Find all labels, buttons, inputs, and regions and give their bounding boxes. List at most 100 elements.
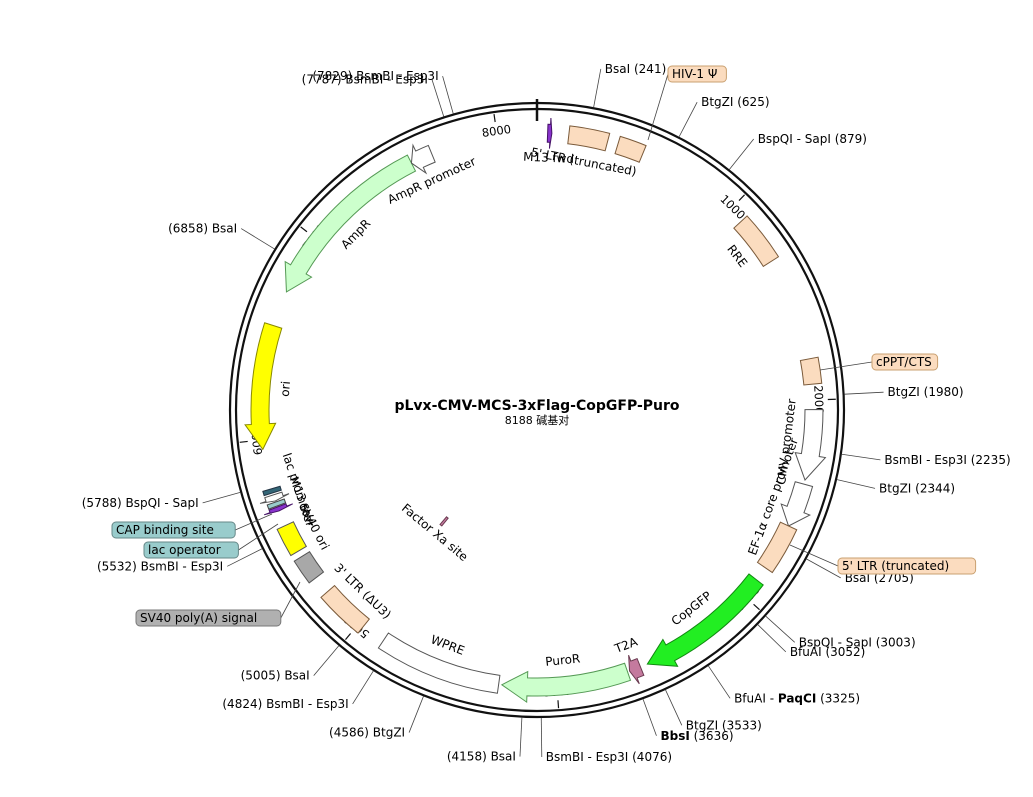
feature-shape[interactable]	[263, 503, 293, 516]
site-btgzi-3533[interactable]: BtgZI (3533)	[665, 689, 762, 732]
feature-cap-binding-site[interactable]	[262, 485, 282, 497]
feature-label: lac promoter	[280, 451, 318, 528]
feature-shape[interactable]	[244, 322, 283, 451]
feature-cppt-cts[interactable]	[799, 356, 823, 386]
feature-shape[interactable]	[320, 584, 371, 634]
site-label-position: (3325)	[816, 691, 860, 705]
feature-shape[interactable]	[500, 662, 632, 704]
site-label: (5005) BsaI	[241, 669, 310, 683]
site-bfuai-paqci[interactable]: BfuAI - PaqCI (3325)	[708, 665, 860, 705]
callout-cap-binding-site[interactable]: CAP binding site	[111, 513, 273, 539]
site-6858-bsai[interactable]: (6858) BsaI	[168, 222, 275, 250]
feature-shape[interactable]	[614, 135, 647, 163]
feature-lac-operator[interactable]	[266, 498, 287, 510]
site-4158-bsai[interactable]: (4158) BsaI	[447, 717, 523, 764]
tick-mark	[753, 603, 760, 611]
callout-box[interactable]	[871, 353, 939, 371]
callout-cppt-cts[interactable]: cPPT/CTS	[819, 353, 939, 371]
site-label-bold: PaqCI	[778, 691, 816, 705]
feature-factor-xa-site[interactable]: Factor Xa site	[399, 501, 471, 564]
feature-rre[interactable]: RRE	[724, 215, 780, 270]
callout-hiv-1[interactable]: HIV-1 Ψ	[647, 65, 727, 141]
feature-shape[interactable]	[780, 481, 814, 527]
callout-5-ltr-truncated[interactable]: 5' LTR (truncated)	[789, 544, 977, 575]
feature-shape[interactable]	[410, 143, 436, 175]
feature-label: WPRE	[429, 632, 467, 658]
site-5005-bsai[interactable]: (5005) BsaI	[241, 645, 340, 683]
site-leader	[765, 615, 796, 643]
feature-ampr[interactable]: AmpR	[284, 154, 417, 293]
tick-mark	[239, 440, 248, 443]
feature-m13-fwd[interactable]: M13 fwd	[523, 117, 574, 166]
feature-shape[interactable]	[756, 521, 798, 574]
plasmid-length: 8188 碱基对	[505, 413, 570, 427]
feature-shape[interactable]	[567, 125, 611, 152]
callout-label: lac operator	[148, 543, 221, 557]
site-leader	[593, 68, 602, 108]
site-label-text: BspQI - SapI (3003)	[799, 635, 916, 649]
callout-leader	[789, 544, 839, 567]
site-leader	[313, 645, 340, 676]
callout-box[interactable]	[837, 557, 977, 575]
tick-mark	[300, 226, 308, 233]
site-5532-bsmbi-esp3i[interactable]: (5532) BsmBI - Esp3I	[97, 548, 263, 574]
site-label: BspQI - SapI (3003)	[799, 635, 916, 649]
feature-shape[interactable]	[546, 117, 553, 149]
feature-shape[interactable]	[276, 521, 308, 557]
site-btgzi-1980[interactable]: BtgZI (1980)	[844, 385, 964, 399]
feature-shape[interactable]	[266, 498, 287, 510]
site-leader	[352, 670, 374, 705]
feature-shape[interactable]	[646, 573, 764, 667]
feature-hiv-1[interactable]	[614, 135, 647, 163]
feature-ori[interactable]: ori	[244, 322, 293, 451]
feature-shape[interactable]	[293, 551, 325, 584]
feature-3-ltr-u3[interactable]: 3' LTR (ΔU3)	[320, 561, 394, 634]
site-7787-bsmbi-esp3i[interactable]: (7787) BsmBI - Esp3I	[302, 72, 445, 117]
feature-shape[interactable]	[733, 215, 780, 268]
site-label: BfuAI - PaqCI (3325)	[734, 691, 860, 705]
plasmid-name: pLvx-CMV-MCS-3xFlag-CopGFP-Puro	[394, 398, 679, 414]
callout-box[interactable]	[667, 65, 727, 83]
site-bspqi-sapi-3003[interactable]: BspQI - SapI (3003)	[765, 615, 916, 649]
callout-box[interactable]	[111, 521, 236, 539]
site-bsmbi-esp3i-2235[interactable]: BsmBI - Esp3I (2235)	[841, 453, 1011, 467]
callout-box[interactable]	[135, 609, 282, 627]
site-bfuai-3052[interactable]: BfuAI (3052)	[757, 624, 865, 659]
site-label-text: BtgZI (1980)	[888, 385, 964, 399]
site-bsmbi-esp3i-4076[interactable]: BsmBI - Esp3I (4076)	[540, 717, 672, 764]
feature-shape[interactable]	[259, 491, 290, 504]
feature-shape[interactable]	[794, 409, 827, 481]
feature-shape[interactable]	[377, 632, 501, 694]
callout-box[interactable]	[143, 541, 239, 559]
site-7829-bsmbi-esp3i[interactable]: (7829) BsmBI - Esp3I	[312, 69, 454, 114]
feature-shape[interactable]	[799, 356, 823, 386]
feature-5-ltr-truncated-2[interactable]	[756, 521, 798, 574]
feature-copgfp[interactable]: CopGFP	[646, 573, 764, 667]
feature-puror[interactable]: PuroR	[500, 651, 632, 704]
site-bspqi-sapi-879[interactable]: BspQI - SapI (879)	[729, 132, 867, 170]
feature-shape[interactable]	[628, 654, 645, 685]
callout-sv40-poly-a-signal[interactable]: SV40 poly(A) signal	[135, 581, 301, 627]
callout-leader	[280, 581, 301, 619]
site-btgzi-2344[interactable]: BtgZI (2344)	[836, 479, 955, 496]
callout-lac-operator[interactable]: lac operator	[143, 523, 279, 559]
feature-sv40-poly-a-signal[interactable]	[293, 551, 325, 584]
site-bsai-241[interactable]: BsaI (241)	[593, 62, 667, 108]
site-label: BsmBI - Esp3I (4076)	[546, 750, 672, 764]
callout-leader	[647, 73, 669, 141]
feature-shape[interactable]	[439, 516, 449, 527]
site-5788-bspqi-sapi[interactable]: (5788) BspQI - SapI	[82, 492, 241, 510]
callout-leader	[819, 361, 873, 371]
site-label: (5788) BspQI - SapI	[82, 496, 199, 510]
site-4824-bsmbi-esp3i[interactable]: (4824) BsmBI - Esp3I	[222, 670, 374, 711]
feature-callouts: HIV-1 Ψ cPPT/CTS 5' LTR (truncated) CAP bin…	[111, 65, 977, 627]
site-4586-btgzi[interactable]: (4586) BtgZI	[329, 696, 424, 740]
site-label-text: BtgZI (625)	[701, 95, 769, 109]
feature-shape[interactable]	[262, 485, 282, 497]
site-bbsi[interactable]: BbsI (3636)	[642, 699, 734, 743]
site-label: (4158) BsaI	[447, 750, 516, 764]
site-label-text: (5005) BsaI	[241, 669, 310, 683]
site-btgzi-625[interactable]: BtgZI (625)	[678, 95, 770, 137]
site-label: (6858) BsaI	[168, 222, 237, 236]
feature-shape[interactable]	[284, 154, 417, 293]
